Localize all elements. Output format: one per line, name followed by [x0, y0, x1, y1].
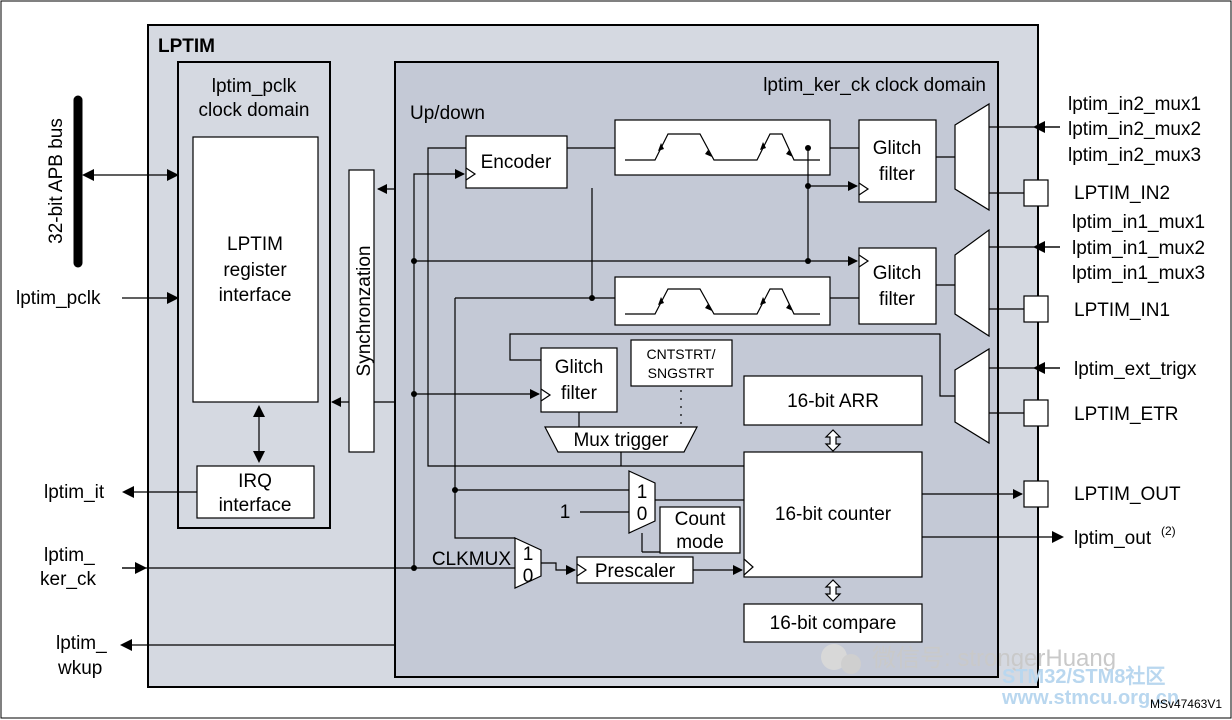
irq-label-1: IRQ [238, 471, 272, 492]
ker-ck-label-1: lptim_ [44, 545, 95, 566]
ker-ck-label-2: ker_ck [40, 569, 96, 590]
watermark-text: 微信号: strongerHuang [872, 645, 1116, 672]
glitch-in2-clock-mark [858, 182, 870, 196]
wechat-icon-2 [841, 654, 861, 674]
edge-detect-block-1 [614, 276, 831, 326]
it-signal-label: lptim_it [44, 482, 105, 503]
in2-mux3-label: lptim_in2_mux3 [1068, 145, 1201, 166]
glitch-filter-in2 [858, 119, 937, 203]
glitch-in1-label-2: filter [879, 289, 916, 310]
encoder-clock-mark [465, 167, 477, 181]
lptim-out-pin [1023, 480, 1049, 508]
glitch-trg-label-2: filter [561, 383, 598, 404]
ker-domain-title: lptim_ker_ck clock domain [763, 75, 986, 96]
watermark: 微信号: strongerHuang STM32/STM8社区 www.stmc… [821, 644, 1179, 709]
apb-bus-label: 32-bit APB bus [46, 118, 67, 244]
glitch-in2-label-1: Glitch [873, 138, 922, 159]
prescaler-label: Prescaler [595, 561, 676, 582]
glitch-in1-label-1: Glitch [873, 263, 922, 284]
encoder-label: Encoder [481, 152, 552, 173]
edge-detect-block-2 [614, 119, 831, 176]
prescaler-clock-mark [576, 563, 588, 577]
glitch-trg-label-1: Glitch [555, 357, 604, 378]
clkmux-0: 0 [523, 566, 534, 587]
updown-label: Up/down [410, 103, 485, 124]
out-signal-sup: (2) [1161, 524, 1176, 538]
reg-if-label-1: LPTIM [227, 234, 283, 255]
clkmux-1: 1 [523, 544, 534, 565]
compare-block [743, 603, 923, 643]
const-one-label: 1 [560, 502, 571, 523]
sync-label: Synchronzation [354, 246, 375, 377]
etr-input-mux [954, 347, 990, 445]
compare-counter-link [824, 579, 842, 602]
count-mode-label-2: mode [676, 532, 724, 553]
counter-label: 16-bit counter [775, 504, 892, 525]
lptim-title: LPTIM [158, 36, 215, 57]
wiring [73, 95, 1064, 651]
cntstrt-label-2: SNGSTRT [648, 365, 715, 381]
out-signal-label: lptim_out [1074, 528, 1152, 549]
in2-pin-label: LPTIM_IN2 [1074, 183, 1170, 204]
etr-pin-label: LPTIM_ETR [1074, 404, 1179, 425]
ext-trig-label: lptim_ext_trigx [1074, 359, 1197, 380]
count-mode-block [659, 506, 741, 554]
cntstrt-block [630, 339, 733, 387]
count-mux-0: 0 [637, 504, 648, 525]
wkup-label-1: lptim_ [56, 633, 107, 654]
arr-counter-link [824, 429, 842, 452]
pclk-domain-title-2: clock domain [199, 100, 310, 121]
reg-if-label-2: register [223, 260, 287, 281]
irq-label-2: interface [219, 495, 292, 516]
arr-block [743, 375, 923, 426]
irq-interface-block [196, 465, 315, 519]
encoder-block [465, 135, 568, 189]
lptim-in2-pin [1023, 179, 1049, 207]
wechat-icon [821, 644, 847, 670]
watermark-2-line-1: STM32/STM8社区 [1002, 664, 1165, 688]
in1-mux3-label: lptim_in1_mux3 [1072, 263, 1205, 284]
compare-label: 16-bit compare [770, 613, 897, 634]
mux-trigger-label: Mux trigger [573, 430, 669, 451]
out-pin-label: LPTIM_OUT [1074, 484, 1181, 505]
in1-mux2-label: lptim_in1_mux2 [1072, 238, 1205, 259]
in1-input-mux [954, 228, 990, 338]
wkup-label-2: wkup [57, 658, 102, 679]
in1-pin-label: LPTIM_IN1 [1074, 300, 1170, 321]
in2-mux1-label: lptim_in2_mux1 [1068, 94, 1201, 115]
clkmux-label: CLKMUX [432, 549, 512, 570]
prescaler-block [576, 556, 694, 584]
count-mux-1: 1 [637, 482, 648, 503]
synchronization-block [348, 169, 375, 453]
pclk-domain-title-1: lptim_pclk [212, 76, 297, 97]
glitch-trg-clock-mark [540, 388, 552, 402]
pclk-signal-label: lptim_pclk [16, 288, 101, 309]
watermark-2-line-2: www.stmcu.org.cn [1001, 687, 1179, 709]
clkmux [514, 537, 542, 589]
glitch-filter-in1 [858, 247, 937, 325]
lptim-etr-pin [1023, 399, 1049, 427]
counter-clock-mark [743, 558, 754, 576]
lptim-in1-pin [1023, 295, 1049, 323]
register-interface-block [192, 136, 319, 403]
mux-trigger-block [544, 426, 698, 453]
in2-mux2-label: lptim_in2_mux2 [1068, 119, 1201, 140]
cntstrt-label-1: CNTSTRT/ [647, 346, 716, 362]
in1-mux1-label: lptim_in1_mux1 [1072, 212, 1205, 233]
in2-input-mux [954, 102, 990, 212]
count-mode-label-1: Count [675, 509, 726, 530]
glitch-in1-clock-mark [858, 254, 870, 268]
figure-reference: MSv47463V1 [1150, 697, 1222, 711]
reg-if-label-3: interface [219, 285, 292, 306]
counter-block [743, 451, 923, 578]
arr-label: 16-bit ARR [787, 391, 879, 412]
glitch-in2-label-2: filter [879, 164, 916, 185]
